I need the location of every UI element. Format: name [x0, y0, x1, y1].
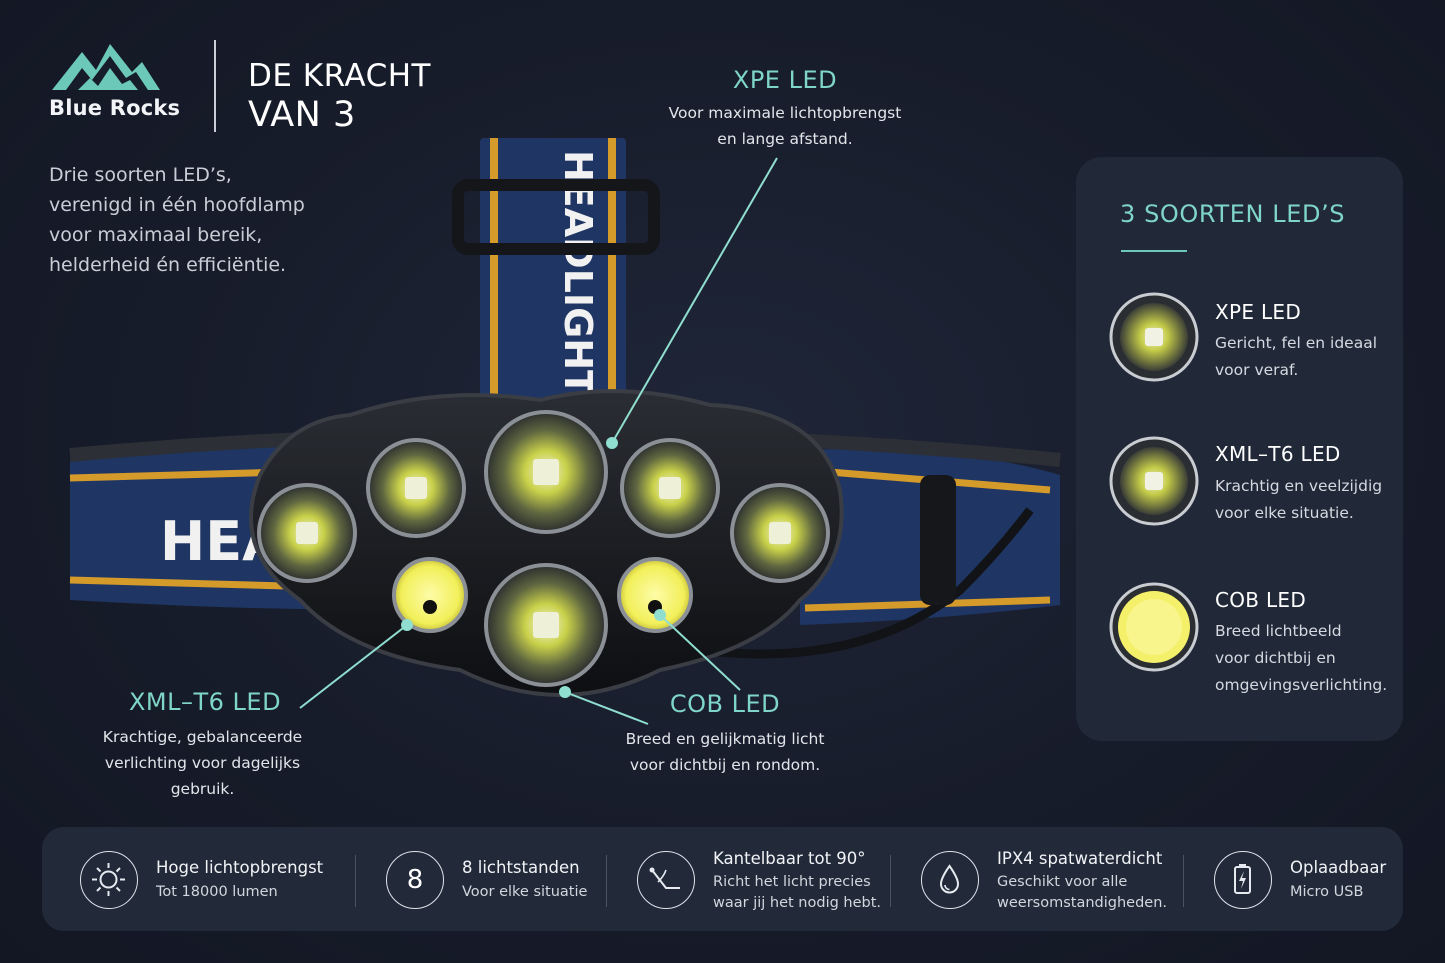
brand-divider	[214, 40, 216, 132]
sun-icon	[80, 851, 138, 909]
led-desc-line: Gericht, fel en ideaal	[1215, 334, 1378, 352]
strap-text-top: HEADLIGHT	[556, 150, 600, 396]
feature-divider	[890, 855, 891, 907]
callout-xpe-title: XPE LED	[732, 66, 838, 94]
brand-name: Blue Rocks	[49, 96, 181, 120]
callout-line: Voor maximale lichtopbrengst	[668, 104, 902, 122]
intro-line: Drie soorten LED’s,	[49, 164, 232, 186]
led-desc-line: omgevingsverlichting.	[1215, 676, 1388, 694]
callout-line: verlichting voor dagelijks	[104, 754, 301, 772]
feature-line: Voor elke situatie	[462, 884, 588, 900]
feature-line: weersomstandigheden.	[997, 895, 1167, 911]
feature-text: Voor elke situatie	[462, 882, 587, 903]
intro-text: Drie soorten LED’s, verenigd in één hoof…	[49, 160, 349, 280]
feature-title: Hoge lichtopbrengst	[156, 858, 324, 877]
callout-line: Breed en gelijkmatig licht	[625, 730, 825, 748]
callout-cob-title: COB LED	[669, 690, 781, 718]
led-description: Krachtig en veelzijdig voor elke situati…	[1215, 473, 1382, 527]
headlamp-image: HEADLIGHT HEADLIGHT	[69, 138, 1061, 697]
intro-line: verenigd in één hoofdlamp	[49, 194, 305, 216]
intro-line: voor maximaal bereik,	[49, 224, 263, 246]
callout-line: gebruik.	[170, 780, 235, 798]
feature-text: Richt het licht precies waar jij het nod…	[713, 872, 881, 914]
mountain-logo-icon	[52, 44, 160, 90]
led-desc-line: Breed lichtbeeld	[1215, 622, 1342, 640]
feature-text: Tot 18000 lumen	[156, 882, 278, 903]
intro-line: helderheid én efficiëntie.	[49, 254, 287, 276]
callout-xpe-text: Voor maximale lichtopbrengst en lange af…	[660, 100, 910, 152]
led-desc-line: voor elke situatie.	[1215, 504, 1354, 522]
feature-title: IPX4 spatwaterdicht	[997, 849, 1163, 868]
led-desc-line: voor dichtbij en	[1215, 649, 1336, 667]
feature-divider	[606, 855, 607, 907]
feature-line: Tot 18000 lumen	[156, 884, 278, 900]
panel-title-underline	[1121, 250, 1187, 252]
headline-line-1: DE KRACHT	[248, 58, 431, 94]
battery-icon	[1214, 851, 1272, 909]
headline-line-2: VAN 3	[248, 95, 356, 135]
feature-line: waar jij het nodig hebt.	[713, 895, 882, 911]
tilt-icon	[637, 851, 695, 909]
led-description: Gericht, fel en ideaal voor veraf.	[1215, 330, 1377, 384]
feature-text: Micro USB	[1290, 882, 1363, 903]
led-desc-line: voor veraf.	[1215, 361, 1299, 379]
callout-line: voor dichtbij en rondom.	[629, 756, 821, 774]
feature-title: 8 lichtstanden	[462, 858, 580, 877]
cob-led-icon	[1109, 582, 1199, 672]
panel-title: 3 SOORTEN LED’S	[1120, 200, 1346, 228]
callout-cob-text: Breed en gelijkmatig licht voor dichtbij…	[600, 726, 850, 778]
water-drop-icon	[921, 851, 979, 909]
feature-line: Micro USB	[1290, 884, 1364, 900]
number-icon: 8	[386, 851, 444, 909]
feature-title: Oplaadbaar	[1290, 858, 1387, 877]
led-name: XML–T6 LED	[1215, 442, 1341, 466]
feature-line: Geschikt voor alle	[997, 874, 1128, 890]
led-desc-line: Krachtig en veelzijdig	[1215, 477, 1383, 495]
callout-line: en lange afstand.	[717, 130, 853, 148]
feature-text: Geschikt voor alle weersomstandigheden.	[997, 872, 1167, 914]
xml-led-icon	[1109, 436, 1199, 526]
feature-bar	[42, 827, 1403, 931]
xpe-led-icon	[1109, 292, 1199, 382]
feature-title: Kantelbaar tot 90°	[713, 849, 866, 868]
feature-divider	[1183, 855, 1184, 907]
feature-divider	[355, 855, 356, 907]
callout-xml-text: Krachtige, gebalanceerde verlichting voo…	[90, 724, 315, 802]
led-name: COB LED	[1215, 588, 1307, 612]
feature-line: Richt het licht precies	[713, 874, 871, 890]
led-name: XPE LED	[1215, 300, 1302, 324]
callout-xml-title: XML–T6 LED	[128, 688, 282, 716]
callout-line: Krachtige, gebalanceerde	[102, 728, 303, 746]
led-description: Breed lichtbeeld voor dichtbij en omgevi…	[1215, 618, 1387, 699]
